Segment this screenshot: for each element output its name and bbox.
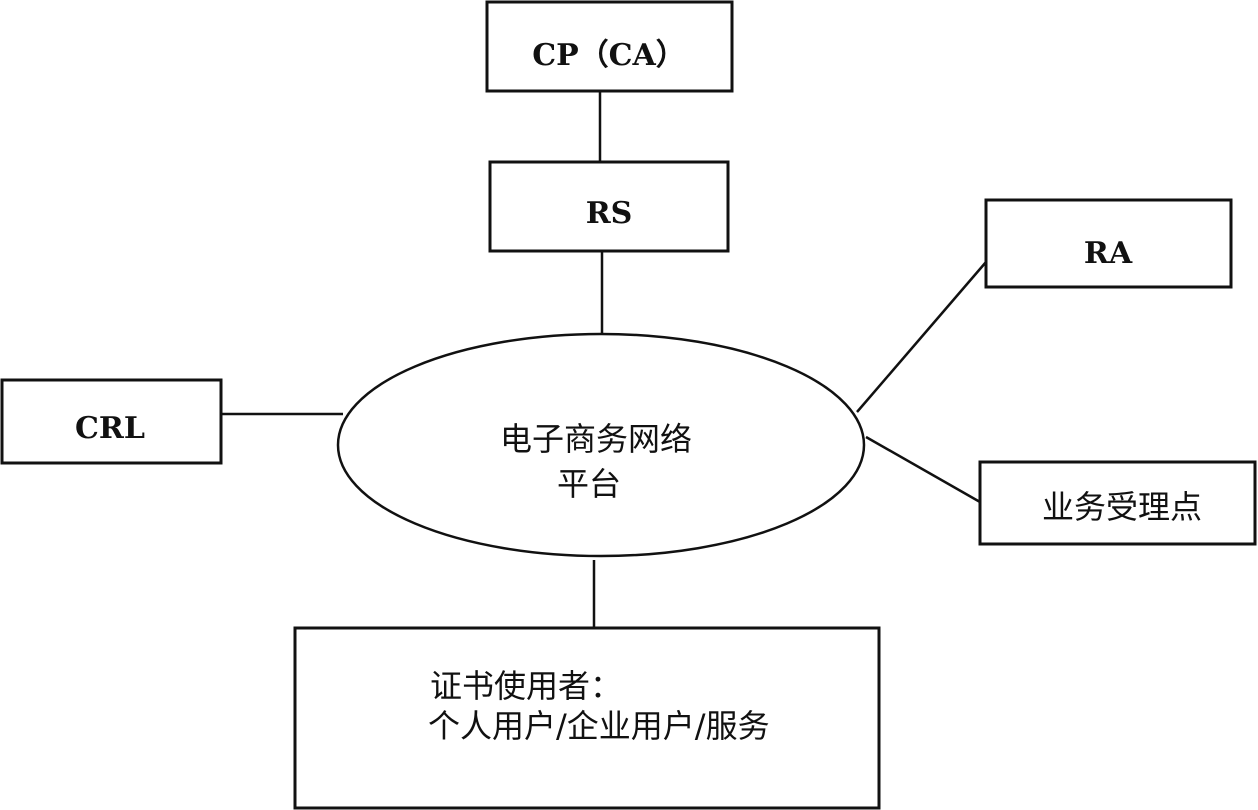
node-crl: CRL [0, 378, 223, 465]
node-ra-label: RA [1084, 236, 1133, 271]
edge-platform-acceptance [865, 435, 981, 504]
node-ra: RA [984, 198, 1233, 289]
node-users-line1: 证书使用者： [430, 667, 622, 705]
node-rs-label: RS [586, 196, 633, 231]
node-cp-ca: CP（CA） [485, 0, 734, 93]
node-platform-line1: 电子商务网络 [500, 420, 692, 458]
node-cp-ca-label: CP（CA） [532, 38, 686, 73]
node-acceptance-label: 业务受理点 [1042, 488, 1202, 526]
node-platform-line2: 平台 [557, 465, 621, 503]
node-platform: 电子商务网络 平台 [336, 332, 866, 558]
node-users-line2: 个人用户/企业用户/服务 [428, 707, 770, 745]
node-users: 证书使用者： 个人用户/企业用户/服务 [293, 626, 881, 810]
node-crl-label: CRL [75, 411, 145, 446]
node-rs: RS [488, 160, 730, 253]
edge-platform-ra [856, 261, 987, 413]
node-acceptance: 业务受理点 [978, 460, 1257, 546]
